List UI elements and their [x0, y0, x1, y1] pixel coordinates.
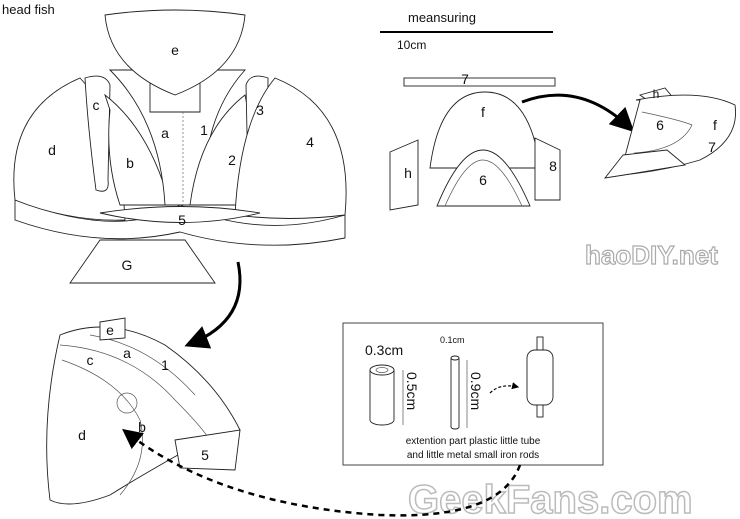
detail-arrow [489, 382, 520, 394]
rod-length: 0.9cm [468, 372, 484, 410]
assembled-label-c: c [87, 352, 94, 368]
scale-label: meansuring [408, 10, 476, 25]
scale-bar: meansuring 10cm [380, 10, 553, 52]
assembled-label-5: 5 [201, 447, 209, 463]
label-2: 2 [228, 152, 236, 168]
tube-diameter: 0.3cm [365, 342, 403, 358]
piece-4 [234, 77, 347, 219]
assembled-seam-1 [59, 344, 211, 441]
geekfans-watermark: GeekFans.com [408, 478, 693, 519]
piece-6-inner-line [444, 159, 523, 207]
assembled-base [603, 149, 687, 179]
eye-circle [116, 392, 138, 414]
assembled-tube [526, 349, 554, 406]
assembled-label-d: d [78, 427, 86, 443]
label-b: b [126, 155, 134, 171]
diagram-title: head fish [2, 2, 55, 17]
iron-rod-top [450, 355, 460, 361]
label-8: 8 [549, 158, 557, 174]
caption-line-1: extention part plastic little tube [406, 436, 541, 447]
iron-rod-body [450, 358, 460, 430]
arrow-to-head-assembly [184, 261, 242, 349]
assembled-label-e: e [106, 322, 114, 338]
assembled-shell [46, 326, 241, 505]
label-e: e [171, 42, 179, 58]
haodiy-logo: haoDIY.net [585, 240, 718, 270]
scale-length: 10cm [397, 38, 426, 52]
fin-assembled: h 6 f 7 [603, 87, 737, 179]
label-h: h [404, 165, 412, 181]
plastic-tube-top [369, 364, 395, 376]
fin-pattern: 7 f 6 h 8 [389, 71, 561, 211]
assembled-label-a: a [123, 345, 131, 361]
piece-7 [403, 77, 556, 87]
assembled-rod-bottom [536, 404, 544, 418]
label-d: d [48, 142, 56, 158]
label-6: 6 [479, 172, 487, 188]
label-7: 7 [461, 71, 469, 87]
label-5: 5 [178, 212, 186, 228]
piece-6 [436, 149, 531, 207]
piece-f [429, 91, 541, 169]
label-3: 3 [256, 102, 264, 118]
label-f: f [481, 104, 485, 120]
piece-5 [99, 206, 261, 223]
assembled-label-7: 7 [708, 139, 716, 155]
detail-box: 0.3cm 0.5cm 0.1cm 0.9cm extention part p… [342, 322, 604, 466]
assembled-e [99, 317, 126, 341]
assembled-label-f: f [713, 117, 717, 133]
piece-G [69, 239, 216, 284]
assembled-5 [174, 429, 241, 471]
assembled-label-b: b [138, 419, 146, 435]
assembled-seam-2 [61, 359, 143, 496]
piece-h [389, 139, 419, 211]
label-a: a [161, 125, 169, 141]
label-4: 4 [306, 134, 314, 150]
assembled-rod-top [536, 336, 544, 352]
rod-diameter: 0.1cm [440, 335, 465, 345]
tube-length: 0.5cm [404, 372, 420, 410]
label-c: c [93, 97, 100, 113]
label-G: G [122, 257, 133, 273]
assembled-label-6: 6 [656, 117, 664, 133]
assembled-label-1: 1 [161, 357, 169, 373]
assembled-6-outline [633, 111, 693, 154]
caption-line-2: and little metal small iron rods [407, 450, 539, 461]
plastic-tube-hole [375, 367, 389, 373]
piece-e [104, 9, 246, 96]
piece-8 [534, 137, 561, 201]
arrow-to-fin-assembly [521, 93, 635, 133]
label-1: 1 [200, 122, 208, 138]
plastic-tube-body [369, 370, 395, 426]
piece-c [84, 75, 111, 192]
dashed-arrow-to-eye [122, 428, 522, 517]
head-pattern: e a 1 c b d 2 3 4 5 G [13, 9, 347, 284]
head-assembled: e a 1 c d b 5 [46, 317, 241, 505]
assembled-label-h: h [653, 87, 660, 101]
